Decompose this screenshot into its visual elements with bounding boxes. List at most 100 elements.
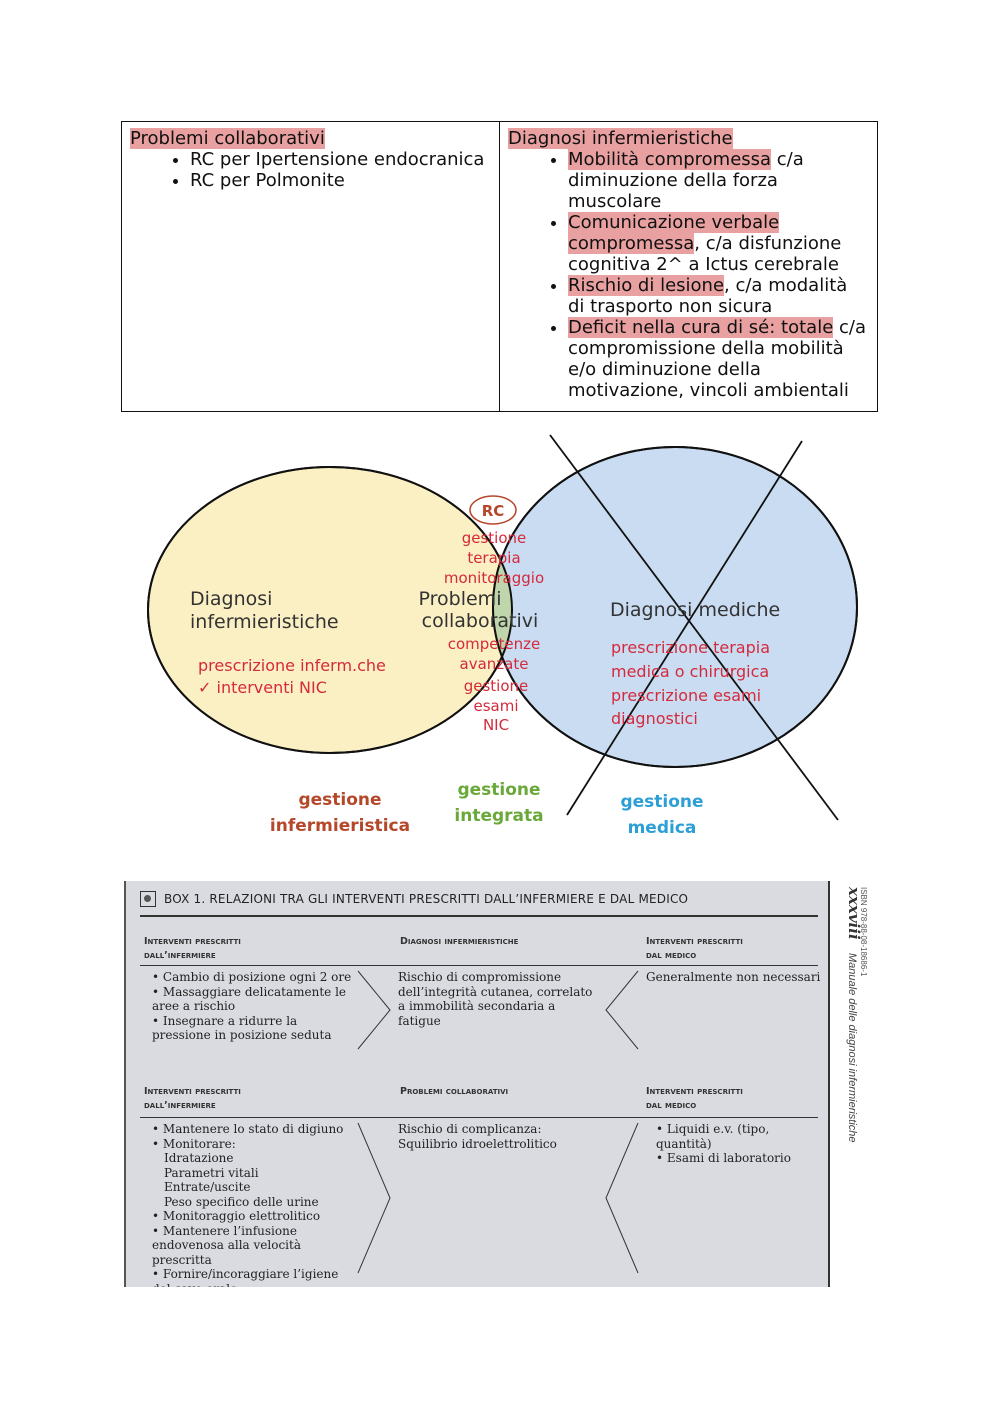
header-line: dall’infermiere bbox=[144, 1100, 216, 1111]
chevron-right-icon bbox=[357, 1122, 391, 1274]
row2-header-doctor: Interventi prescritti dal medico bbox=[646, 1085, 743, 1113]
divider bbox=[140, 915, 818, 917]
isbn: ISBN 978-88-08-18686-1 bbox=[859, 887, 867, 977]
list-item: Esami di laboratorio bbox=[656, 1151, 826, 1166]
cross-line bbox=[549, 434, 839, 821]
right-title: Diagnosi mediche bbox=[610, 599, 780, 621]
list-item: Comunicazione verbale compromessa, c/a d… bbox=[568, 212, 869, 275]
integrated-management-label: integrata bbox=[454, 806, 543, 826]
book-spine-text: xxxviii Manuale delle diagnosi infermier… bbox=[845, 886, 867, 1143]
header-line: Interventi prescritti bbox=[646, 936, 743, 947]
sub-item: Entrate/uscite bbox=[164, 1180, 251, 1194]
center-item: competenze bbox=[448, 635, 541, 653]
header-line: dal medico bbox=[646, 1100, 697, 1111]
diagnosis-label: Comunicazione verbale compromessa bbox=[568, 212, 780, 254]
rc-badge bbox=[469, 495, 517, 525]
list-item: Monitoraggio elettrolitico bbox=[152, 1209, 352, 1224]
sub-item: Peso specifico delle urine bbox=[164, 1194, 319, 1209]
collaborative-problems-heading: Problemi collaborativi bbox=[130, 128, 325, 149]
center-item: monitoraggio bbox=[444, 569, 544, 587]
medical-management-label: gestione bbox=[620, 792, 703, 812]
list-item: Fornire/incoraggiare l’igiene del cavo o… bbox=[152, 1267, 352, 1287]
integrated-management-label: gestione bbox=[457, 780, 540, 800]
center-item: terapia bbox=[467, 549, 520, 567]
center-title: Problemi bbox=[419, 588, 502, 610]
list-item: Deficit nella cura di sé: totale c/a com… bbox=[568, 317, 869, 401]
collaborative-problems-column: Problemi collaborativi RC per Ipertensio… bbox=[122, 122, 500, 411]
chevron-left-icon bbox=[605, 970, 639, 1050]
list-item: Rischio di lesione, c/a modalità di tras… bbox=[568, 275, 869, 317]
header-line: dal medico bbox=[646, 950, 697, 961]
row1-header-diagnosis: Diagnosi infermieristiche bbox=[400, 936, 519, 947]
right-item: prescrizione terapia bbox=[611, 638, 770, 657]
row2-header-collab: Problemi collaborativi bbox=[400, 1086, 509, 1097]
center-item: avanzate bbox=[460, 655, 529, 673]
list-item: Mantenere lo stato di digiuno bbox=[152, 1122, 352, 1137]
center-item: gestione bbox=[462, 529, 527, 547]
center-item: esami bbox=[473, 697, 518, 715]
diagnosis-label: Mobilità compromessa bbox=[568, 149, 772, 170]
row2-collab-problem: Rischio di complicanza: Squilibrio idroe… bbox=[398, 1122, 557, 1151]
diagnosis-detail: , c/a modalità di trasporto non sicura bbox=[568, 275, 848, 317]
header-line: Interventi prescritti bbox=[144, 1086, 241, 1097]
row1-nurse-interventions: Cambio di posizione ogni 2 ore Massaggia… bbox=[142, 970, 352, 1043]
right-item: prescrizione esami bbox=[611, 686, 761, 705]
list-item: RC per Polmonite bbox=[190, 170, 491, 191]
header-line: Interventi prescritti bbox=[646, 1086, 743, 1097]
list-item: RC per Ipertensione endocranica bbox=[190, 149, 491, 170]
list-item: Liquidi e.v. (tipo, quantità) bbox=[656, 1122, 826, 1151]
nursing-diagnoses-list: Mobilità compromessa c/a diminuzione del… bbox=[508, 149, 869, 401]
list-item: Mantenere l’infusione endovenosa alla ve… bbox=[152, 1224, 352, 1268]
right-item: diagnostici bbox=[611, 709, 698, 728]
row2-header-nurse: Interventi prescritti dall’infermiere bbox=[144, 1085, 241, 1113]
row2-nurse-interventions: Mantenere lo stato di digiuno Monitorare… bbox=[142, 1122, 352, 1287]
row1-header-nurse: Interventi prescritti dall’infermiere bbox=[144, 935, 241, 963]
row2-doctor-interventions: Liquidi e.v. (tipo, quantità) Esami di l… bbox=[646, 1122, 826, 1166]
right-item: medica o chirurgica bbox=[611, 662, 769, 681]
row1-header-doctor: Interventi prescritti dal medico bbox=[646, 935, 743, 963]
collaborative-problems-list: RC per Ipertensione endocranica RC per P… bbox=[130, 149, 491, 191]
header-line: Interventi prescritti bbox=[144, 936, 241, 947]
center-item: NIC bbox=[483, 716, 509, 734]
diagnosis-detail: c/a compromissione della mobilità e/o di… bbox=[568, 317, 866, 401]
list-item: Insegnare a ridurre la pressione in posi… bbox=[152, 1014, 352, 1043]
sub-item: Parametri vitali bbox=[164, 1165, 259, 1180]
diagnosis-label: Rischio di lesione bbox=[568, 275, 725, 296]
box-title: BOX 1. RELAZIONI TRA GLI INTERVENTI PRES… bbox=[140, 891, 688, 907]
center-item: gestione bbox=[464, 677, 529, 695]
chevron-right-icon bbox=[357, 970, 391, 1050]
list-item: Monitorare: bbox=[152, 1137, 352, 1152]
nursing-management-label: gestione bbox=[298, 790, 381, 810]
box-title-text: BOX 1. RELAZIONI TRA GLI INTERVENTI PRES… bbox=[164, 892, 689, 906]
left-item: prescrizione inferm.che bbox=[198, 656, 386, 675]
nursing-diagnoses-column: Diagnosi infermieristiche Mobilità compr… bbox=[500, 122, 877, 411]
scanned-box: BOX 1. RELAZIONI TRA GLI INTERVENTI PRES… bbox=[124, 881, 830, 1287]
divider bbox=[140, 1117, 818, 1118]
medical-management-label: medica bbox=[628, 818, 697, 838]
cross-line bbox=[566, 440, 803, 816]
rc-badge-label: RC bbox=[482, 502, 505, 520]
left-title: Diagnosi bbox=[190, 588, 272, 610]
list-item: Cambio di posizione ogni 2 ore bbox=[152, 970, 352, 985]
page-number: xxxviii bbox=[845, 886, 863, 940]
book-title: Manuale delle diagnosi infermieristiche bbox=[846, 953, 858, 1143]
nursing-management-label: infermieristica bbox=[270, 816, 410, 836]
list-item: Mobilità compromessa c/a diminuzione del… bbox=[568, 149, 869, 212]
box-icon bbox=[140, 891, 156, 907]
left-title: infermieristiche bbox=[190, 611, 339, 633]
sub-item: Idratazione bbox=[164, 1151, 234, 1165]
row1-diagnosis: Rischio di compromissione dell’integrità… bbox=[398, 970, 593, 1028]
header-line: dall’infermiere bbox=[144, 950, 216, 961]
diagnosis-detail: , c/a disfunzione cognitiva 2^ a Ictus c… bbox=[568, 233, 842, 275]
care-plan-table: Problemi collaborativi RC per Ipertensio… bbox=[121, 121, 878, 412]
divider bbox=[140, 965, 818, 966]
row1-doctor-interventions: Generalmente non necessari bbox=[646, 970, 821, 984]
venn-diagram: Diagnosi infermieristiche prescrizione i… bbox=[120, 425, 880, 849]
venn-svg: Diagnosi infermieristiche prescrizione i… bbox=[147, 434, 858, 838]
chevron-left-icon bbox=[605, 1122, 639, 1274]
nursing-diagnoses-heading: Diagnosi infermieristiche bbox=[508, 128, 733, 149]
diagnosis-detail: c/a diminuzione della forza muscolare bbox=[568, 149, 804, 212]
diagnosis-label: Deficit nella cura di sé: totale bbox=[568, 317, 834, 338]
left-item: ✓ interventi NIC bbox=[198, 678, 327, 697]
list-item: Massaggiare delicatamente le aree a risc… bbox=[152, 985, 352, 1014]
